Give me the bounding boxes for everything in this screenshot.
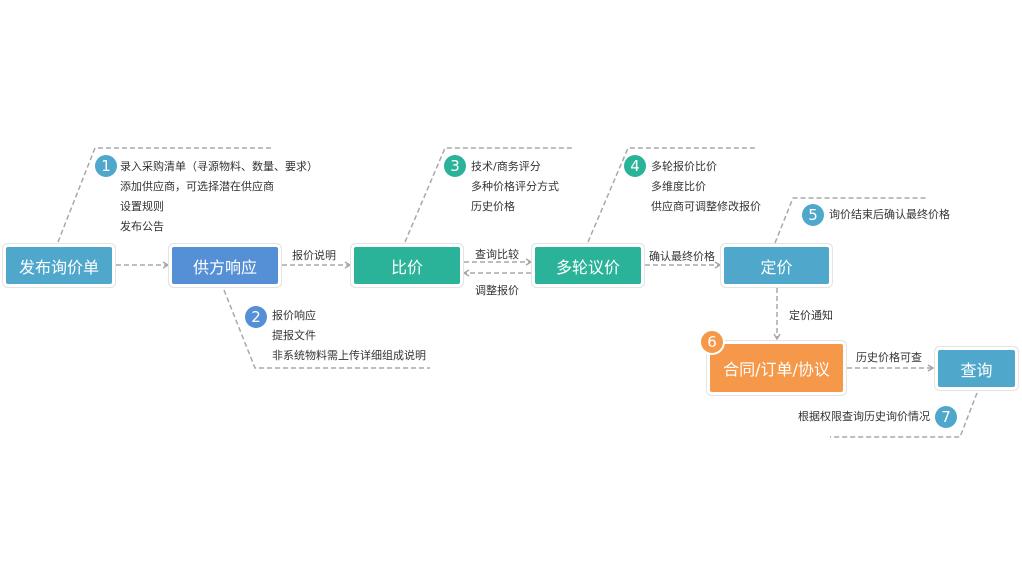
edge-label-history-viewable: 历史价格可查 — [856, 351, 922, 364]
edge-label-adjust-quote: 调整报价 — [475, 284, 519, 297]
note-line: 多轮报价比价 — [651, 160, 717, 173]
note-line: 报价响应 — [272, 309, 316, 322]
note-line: 历史价格 — [471, 200, 515, 213]
note-line: 录入采购清单（寻源物料、数量、要求） — [120, 160, 318, 173]
edge-label-price-notice: 定价通知 — [789, 309, 833, 322]
note-line: 非系统物料需上传详细组成说明 — [272, 349, 426, 362]
callout-line-1 — [57, 147, 272, 243]
node-supplier-response[interactable]: 供方响应 — [172, 247, 278, 284]
callout-line-3 — [404, 147, 572, 243]
step-notes-3: 技术/商务评分 多种价格评分方式 历史价格 — [471, 157, 559, 217]
step-notes-7: 根据权限查询历史询价情况 — [798, 407, 930, 427]
step-badge-6: 6 — [701, 331, 723, 353]
node-publish-inquiry[interactable]: 发布询价单 — [6, 247, 112, 284]
note-line: 技术/商务评分 — [471, 160, 541, 173]
note-line: 设置规则 — [120, 200, 164, 213]
note-line: 根据权限查询历史询价情况 — [798, 410, 930, 423]
note-line: 供应商可调整修改报价 — [651, 200, 761, 213]
node-query[interactable]: 查询 — [938, 350, 1015, 387]
edge-label-query-compare: 查询比较 — [475, 248, 519, 261]
step-notes-1: 录入采购清单（寻源物料、数量、要求） 添加供应商，可选择潜在供应商 设置规则 发… — [120, 157, 318, 237]
edge-label-confirm-final: 确认最终价格 — [649, 250, 715, 263]
step-notes-5: 询价结束后确认最终价格 — [829, 205, 950, 225]
step-badge-7: 7 — [935, 406, 957, 428]
step-notes-2: 报价响应 提报文件 非系统物料需上传详细组成说明 — [272, 306, 426, 366]
note-line: 多种价格评分方式 — [471, 180, 559, 193]
step-badge-1: 1 — [95, 155, 117, 177]
step-badge-2: 2 — [245, 306, 267, 328]
edge-label-quote-note: 报价说明 — [292, 249, 336, 262]
step-badge-4: 4 — [624, 155, 646, 177]
step-notes-4: 多轮报价比价 多维度比价 供应商可调整修改报价 — [651, 157, 761, 217]
note-line: 多维度比价 — [651, 180, 706, 193]
step-badge-5: 5 — [802, 204, 824, 226]
node-contract[interactable]: 合同/订单/协议 — [710, 344, 843, 392]
note-line: 询价结束后确认最终价格 — [829, 208, 950, 221]
step-badge-3: 3 — [444, 155, 466, 177]
node-pricing[interactable]: 定价 — [724, 247, 829, 284]
note-line: 发布公告 — [120, 220, 164, 233]
node-compare[interactable]: 比价 — [354, 247, 460, 284]
callout-line-5 — [774, 197, 928, 244]
callout-line-2 — [223, 289, 430, 369]
note-line: 添加供应商，可选择潜在供应商 — [120, 180, 274, 193]
callout-line-4 — [587, 147, 757, 243]
note-line: 提报文件 — [272, 329, 316, 342]
node-negotiate[interactable]: 多轮议价 — [535, 247, 641, 284]
